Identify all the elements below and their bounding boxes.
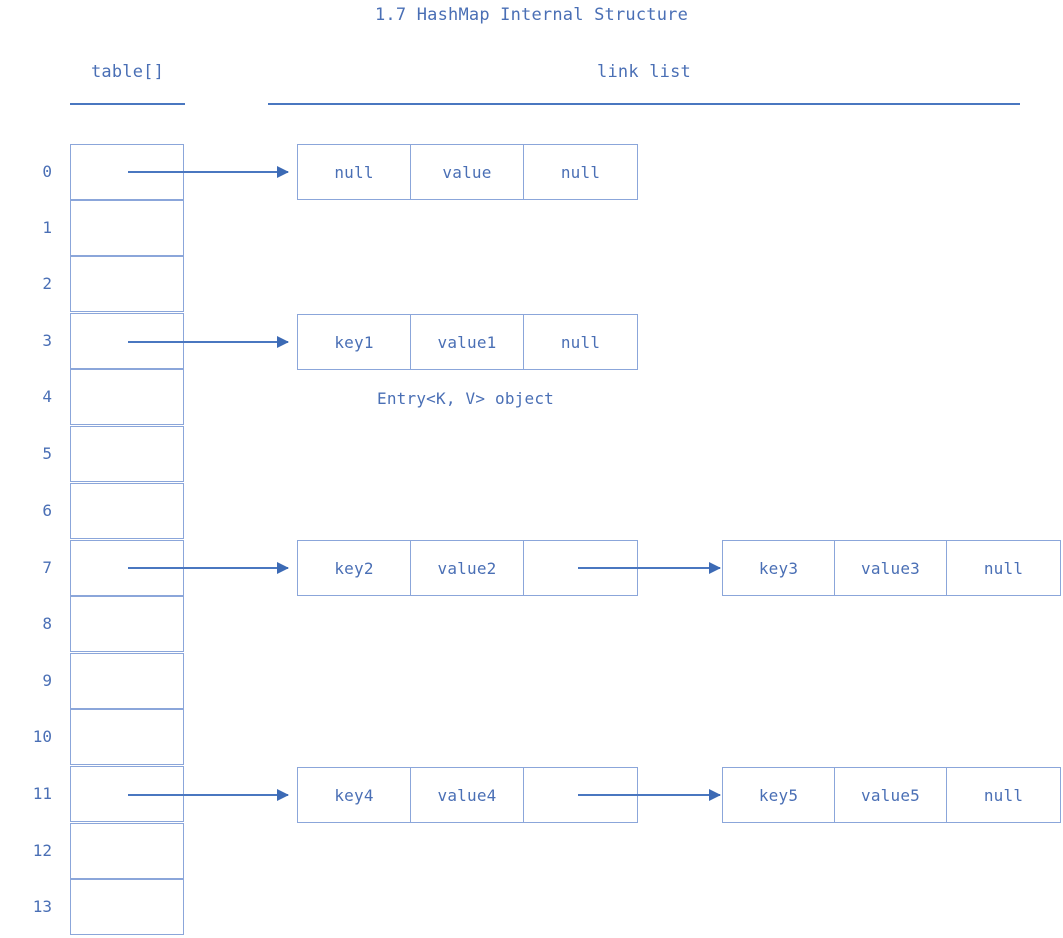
bucket-cell-2[interactable] [70,256,184,312]
bucket-index-5: 5 [42,444,52,463]
entry-value-cell: value1 [411,315,524,369]
pointer-arrow-bucket-3 [128,336,289,348]
entry-next-cell: null [983,558,1024,578]
diagram-title: 1.7 HashMap Internal Structure [374,5,689,25]
bucket-cell-13[interactable] [70,879,184,935]
entry-node-bucket-0-0[interactable]: null value null [297,144,638,200]
bucket-cell-12[interactable] [70,823,184,879]
pointer-arrow-bucket-0 [128,166,289,178]
entry-value-cell: value [411,145,524,199]
entry-next-cell: null [560,162,601,182]
next-pointer-arrow-bucket-11 [578,789,721,801]
entry-key-cell: key3 [723,541,835,595]
entry-key-cell: key5 [723,768,835,822]
bucket-cell-9[interactable] [70,653,184,709]
entry-key-cell: key2 [298,541,411,595]
entry-node-bucket-3-0[interactable]: key1 value1 null [297,314,638,370]
table-header-underline [70,103,185,105]
bucket-cell-6[interactable] [70,483,184,539]
pointer-arrow-bucket-11 [128,789,289,801]
bucket-index-12: 12 [32,841,52,860]
bucket-index-4: 4 [42,387,52,406]
bucket-cell-1[interactable] [70,200,184,256]
entry-key-cell: null [298,145,411,199]
bucket-index-2: 2 [42,274,52,293]
bucket-array [70,144,184,935]
entry-value-cell: value4 [411,768,524,822]
entry-next-cell: null [983,785,1024,805]
bucket-index-13: 13 [32,897,52,916]
bucket-index-11: 11 [32,784,52,803]
bucket-index-3: 3 [42,331,52,350]
bucket-cell-4[interactable] [70,369,184,425]
bucket-index-0: 0 [42,162,52,181]
bucket-index-6: 6 [42,501,52,520]
bucket-index-7: 7 [42,558,52,577]
bucket-cell-10[interactable] [70,709,184,765]
entry-node-bucket-7-1[interactable]: key3 value3 null [722,540,1061,596]
bucket-index-8: 8 [42,614,52,633]
bucket-index-10: 10 [32,727,52,746]
table-column-header: table[] [90,62,165,82]
entry-value-cell: value5 [835,768,947,822]
entry-key-cell: key1 [298,315,411,369]
bucket-cell-5[interactable] [70,426,184,482]
entry-node-bucket-11-1[interactable]: key5 value5 null [722,767,1061,823]
bucket-index-1: 1 [42,218,52,237]
link-list-header-underline [268,103,1020,105]
entry-next-cell: null [560,332,601,352]
entry-value-cell: value2 [411,541,524,595]
pointer-arrow-bucket-7 [128,562,289,574]
next-pointer-arrow-bucket-7 [578,562,721,574]
bucket-index-9: 9 [42,671,52,690]
link-list-column-header: link list [597,62,691,82]
entry-object-caption: Entry<K, V> object [377,389,554,408]
entry-key-cell: key4 [298,768,411,822]
bucket-cell-8[interactable] [70,596,184,652]
entry-value-cell: value3 [835,541,947,595]
